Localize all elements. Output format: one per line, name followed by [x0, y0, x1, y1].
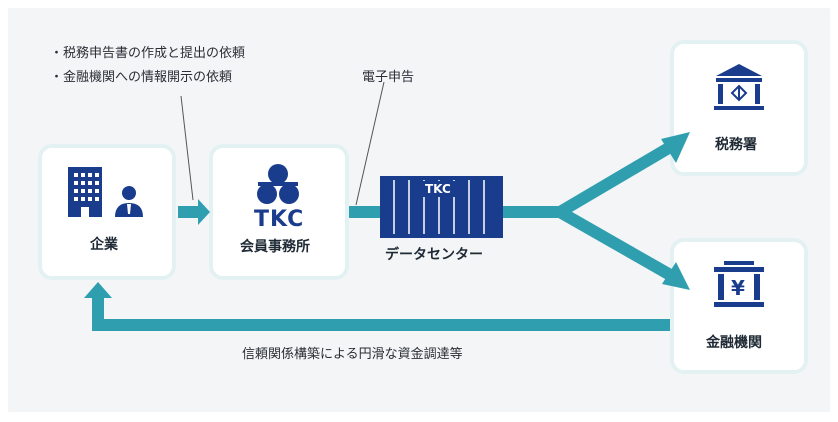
- bank-icon: [714, 261, 764, 307]
- person-icon: [115, 186, 143, 217]
- company-box: [38, 144, 176, 280]
- tax-office-icon: [714, 64, 764, 110]
- request-note-2: ・金融機関への情報開示の依頼: [50, 70, 233, 85]
- tax-office-label: 税務署: [715, 137, 757, 153]
- datacenter-logo-text: TKC: [425, 182, 451, 196]
- leader-line-efiling: [355, 81, 385, 206]
- tkc-office-label: 会員事務所: [240, 239, 310, 255]
- yen-icon: ¥: [731, 276, 745, 300]
- tkc-logo-icon: [257, 164, 299, 204]
- financial-label: 金融機関: [706, 335, 762, 351]
- tkc-logo-text: TKC: [254, 207, 305, 232]
- datacenter-rack: [380, 176, 503, 238]
- arrow-financial-to-company: [84, 282, 670, 331]
- arrow-datacenter-branch: [502, 132, 690, 290]
- bottom-flow-note: 信頼関係構築による円滑な資金調達等: [242, 347, 463, 362]
- company-label: 企業: [90, 237, 118, 253]
- leader-line-request: [180, 95, 194, 201]
- e-filing-note: 電子申告: [362, 70, 415, 85]
- building-icon: [68, 167, 102, 217]
- connector-office-to-datacenter: [349, 206, 381, 218]
- datacenter-label: データセンター: [385, 247, 483, 263]
- arrow-company-to-office: [178, 199, 210, 225]
- request-note-1: ・税務申告書の作成と提出の依頼: [50, 46, 246, 61]
